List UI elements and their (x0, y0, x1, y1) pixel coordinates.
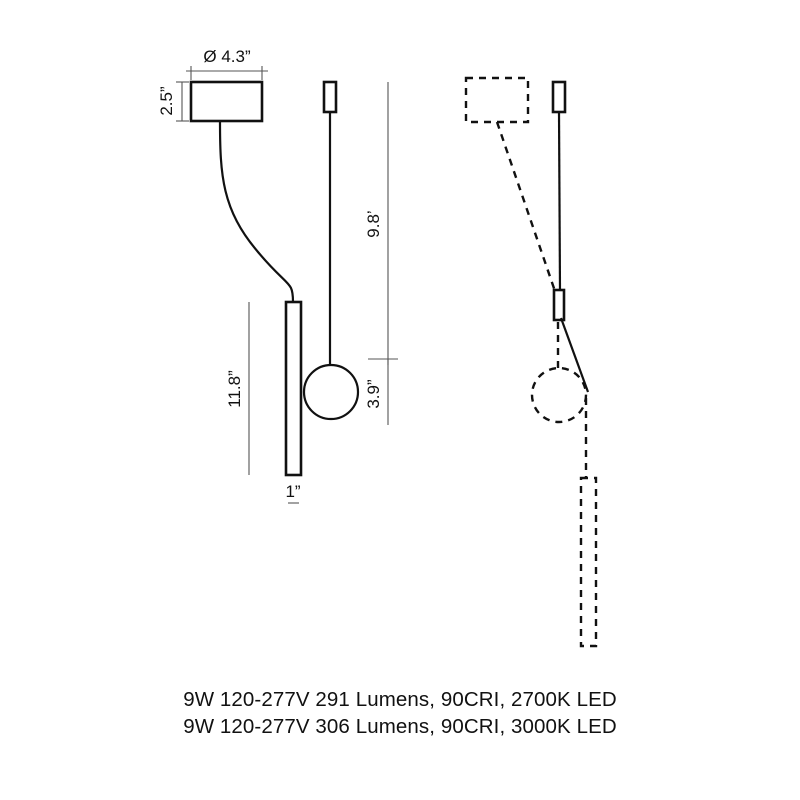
articulation-joint (552, 288, 566, 322)
ghost-led-body-bar (579, 476, 598, 648)
body-width-label: 1” (285, 482, 300, 501)
dimension-sphere-drop: 3.9” (364, 358, 398, 425)
sphere-drop-label: 3.9” (364, 379, 383, 409)
led-body-bar (284, 300, 303, 477)
swing-arm (559, 317, 590, 393)
ghost-sphere-diffuser (530, 366, 588, 424)
dimension-cord-drop: 9.8’ (364, 82, 389, 365)
body-length-label: 11.8” (225, 370, 244, 408)
dimension-canopy-height: 2.5” (157, 81, 189, 122)
power-cord (218, 120, 295, 303)
dimension-body-length: 11.8” (225, 302, 250, 475)
sphere-diffuser (302, 363, 360, 421)
adjustment-diagram-view (464, 76, 598, 648)
front-elevation-view: Ø 4.3” 2.5” 11.8” 1” (157, 47, 303, 504)
dimension-body-width: 1” (285, 482, 301, 504)
canopy-side-profile (322, 80, 338, 114)
cord-drop-label: 9.8’ (364, 210, 383, 237)
side-elevation-view: 9.8’ 3.9” (302, 80, 398, 425)
specification-text-block: 9W 120-277V 291 Lumens, 90CRI, 2700K LED… (0, 686, 800, 740)
ghost-angled-cord (495, 121, 560, 301)
ghost-canopy-box (464, 76, 530, 124)
spec-line-2700k: 9W 120-277V 291 Lumens, 90CRI, 2700K LED (183, 688, 617, 711)
adjust-canopy-side-profile (551, 80, 567, 114)
spec-line-3000k: 9W 120-277V 306 Lumens, 90CRI, 3000K LED (183, 715, 617, 738)
canopy-diameter-label: Ø 4.3” (203, 47, 251, 66)
dimension-canopy-diameter: Ø 4.3” (186, 47, 268, 80)
canopy-height-label: 2.5” (157, 86, 176, 116)
adjust-suspension-cord (557, 111, 562, 293)
canopy-box (189, 80, 264, 123)
